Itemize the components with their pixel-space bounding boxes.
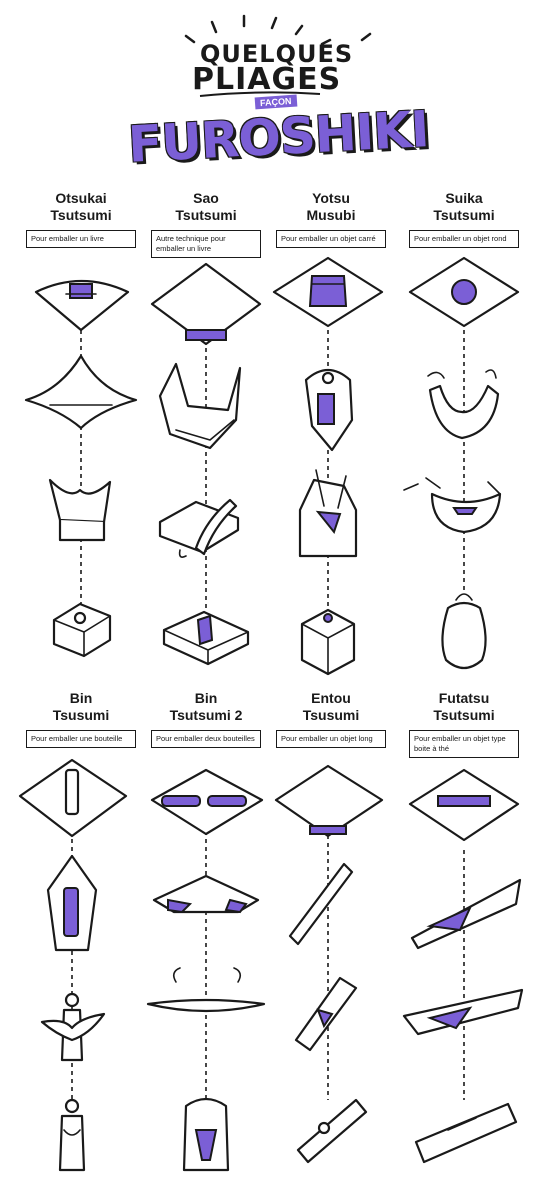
- sao-step-2: [158, 362, 242, 450]
- guide-lines: [71, 330, 465, 1100]
- entou-step-3: [294, 976, 358, 1052]
- sparkle-icon: [184, 14, 372, 97]
- bin-step-4: [58, 1098, 86, 1172]
- otsukai-step-1: [34, 279, 130, 332]
- suika-step-3: [403, 477, 502, 534]
- technique-description: Pour emballer un objet long: [276, 730, 386, 748]
- bin2-step-3: [146, 967, 266, 1013]
- yotsu-step-2: [304, 368, 354, 452]
- technique-title: Futatsu Tsutsumi: [433, 690, 495, 723]
- entou-step-2: [288, 862, 354, 946]
- technique-description: Pour emballer un objet carré: [276, 230, 386, 248]
- technique-title: Otsukai Tsutsumi: [50, 190, 112, 223]
- sao-step-4: [162, 610, 250, 666]
- title-line-2: PLIAGES: [192, 62, 342, 97]
- technique-sao: Sao Tsutsumi Autre technique pour emball…: [141, 190, 271, 258]
- futatsu-step-3: [402, 988, 524, 1036]
- technique-title: Bin Tsusumi: [52, 690, 110, 723]
- otsukai-step-2: [24, 354, 138, 430]
- bin2-step-1: [150, 768, 264, 836]
- sao-step-1: [150, 262, 262, 346]
- technique-description: Pour emballer un livre: [26, 230, 136, 248]
- bin2-step-4: [182, 1097, 230, 1172]
- technique-otsukai: Otsukai Tsutsumi Pour emballer un livre: [16, 190, 146, 248]
- entou-step-1: [274, 764, 384, 838]
- technique-title: Bin Tsutsumi 2: [169, 690, 243, 723]
- technique-title: Suika Tsutsumi: [433, 190, 495, 223]
- technique-entou: Entou Tsusumi Pour emballer un objet lon…: [266, 690, 396, 748]
- yotsu-step-3: [298, 469, 358, 558]
- technique-bin: Bin Tsusumi Pour emballer une bouteille: [16, 690, 146, 748]
- bin2-step-2: [152, 874, 260, 914]
- otsukai-step-4: [52, 602, 112, 658]
- futatsu-step-1: [408, 768, 520, 842]
- technique-description: Pour emballer un objet rond: [409, 230, 519, 248]
- technique-title: Sao Tsutsumi: [175, 190, 237, 223]
- sao-step-3: [158, 498, 240, 558]
- technique-yotsu: Yotsu Musubi Pour emballer un objet carr…: [266, 190, 396, 248]
- futatsu-step-4: [414, 1102, 518, 1164]
- technique-description: Pour emballer deux bouteilles: [151, 730, 261, 748]
- bin-step-1: [18, 758, 128, 838]
- technique-suika: Suika Tsutsumi Pour emballer un objet ro…: [399, 190, 529, 248]
- title-line-1: QUELQUES: [200, 40, 354, 68]
- suika-step-4: [441, 593, 487, 670]
- bin-step-3: [40, 992, 106, 1062]
- entou-step-4: [296, 1098, 368, 1164]
- header: QUELQUES PLIAGES FAÇON FUROSHIKI: [0, 0, 546, 174]
- otsukai-step-3: [48, 478, 112, 542]
- yotsu-step-4: [300, 608, 356, 676]
- suika-step-2: [427, 369, 500, 440]
- technique-description: Pour emballer un objet type boite à thé: [409, 730, 519, 758]
- technique-futatsu: Futatsu Tsutsumi Pour emballer un objet …: [399, 690, 529, 758]
- suika-step-1: [408, 256, 520, 328]
- yotsu-step-1: [272, 256, 384, 328]
- technique-description: Autre technique pour emballer un livre: [151, 230, 261, 258]
- technique-title: Yotsu Musubi: [306, 190, 356, 223]
- bin-step-2: [46, 854, 98, 952]
- futatsu-step-2: [410, 878, 522, 950]
- technique-bin-2: Bin Tsutsumi 2 Pour emballer deux boutei…: [141, 690, 271, 748]
- technique-title: Entou Tsusumi: [302, 690, 360, 723]
- technique-description: Pour emballer une bouteille: [26, 730, 136, 748]
